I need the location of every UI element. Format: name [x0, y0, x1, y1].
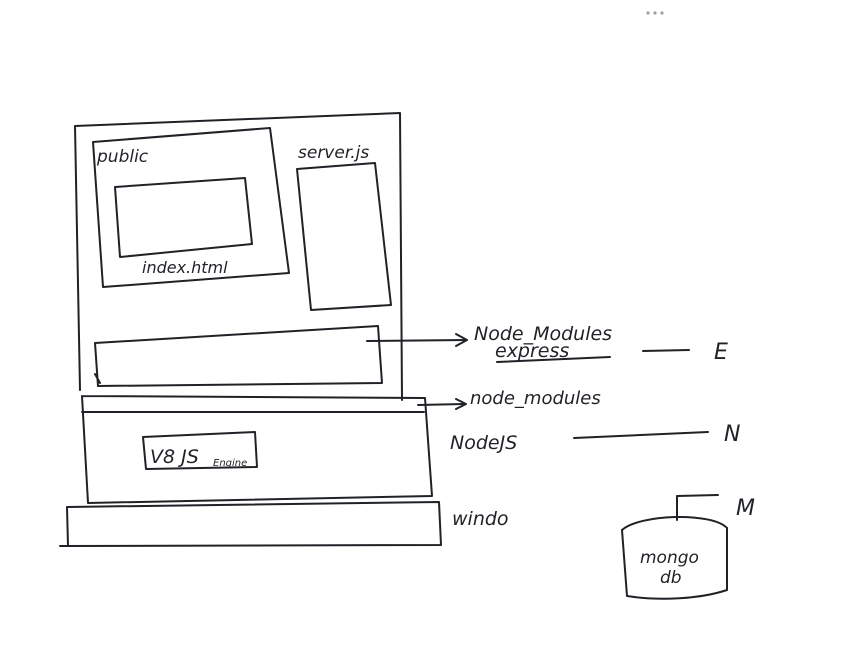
label-public: public: [96, 147, 149, 167]
label-nodejs: NodeJS: [450, 432, 517, 454]
v8-engine-box: [142, 431, 258, 470]
public-folder-box: [92, 127, 290, 288]
label-window: windo: [452, 508, 509, 530]
label-engine: Engine: [213, 458, 247, 469]
label-node-modules-bottom: node_modules: [470, 388, 601, 409]
label-mongo: mongo: [640, 548, 699, 568]
label-server-js: server.js: [298, 143, 369, 163]
label-n: N: [724, 422, 740, 447]
server-js-box: [296, 162, 392, 311]
index-html-box: [114, 177, 253, 258]
window-layer-box: [59, 501, 442, 547]
express-modules-box: [94, 325, 383, 387]
label-m: M: [736, 496, 755, 521]
label-db: db: [660, 568, 682, 588]
line-to-n: [573, 431, 709, 439]
arrow-to-node-modules: [366, 333, 468, 347]
label-node-modules-top: Node_Modules: [474, 323, 612, 345]
label-v8-js: V8 JS: [150, 446, 199, 468]
label-express: express: [495, 340, 569, 362]
mongo-db-cylinder: [621, 515, 728, 600]
line-to-e: [642, 349, 690, 352]
arrow-to-node-modules-lower: [417, 398, 467, 410]
project-box: [74, 112, 403, 401]
express-underline: [496, 356, 611, 363]
nodejs-layer-box: [81, 395, 433, 504]
line-to-m: [676, 494, 719, 521]
label-index-html: index.html: [142, 258, 228, 277]
label-e: E: [714, 340, 728, 365]
more-horizontal-icon[interactable]: [646, 11, 664, 15]
